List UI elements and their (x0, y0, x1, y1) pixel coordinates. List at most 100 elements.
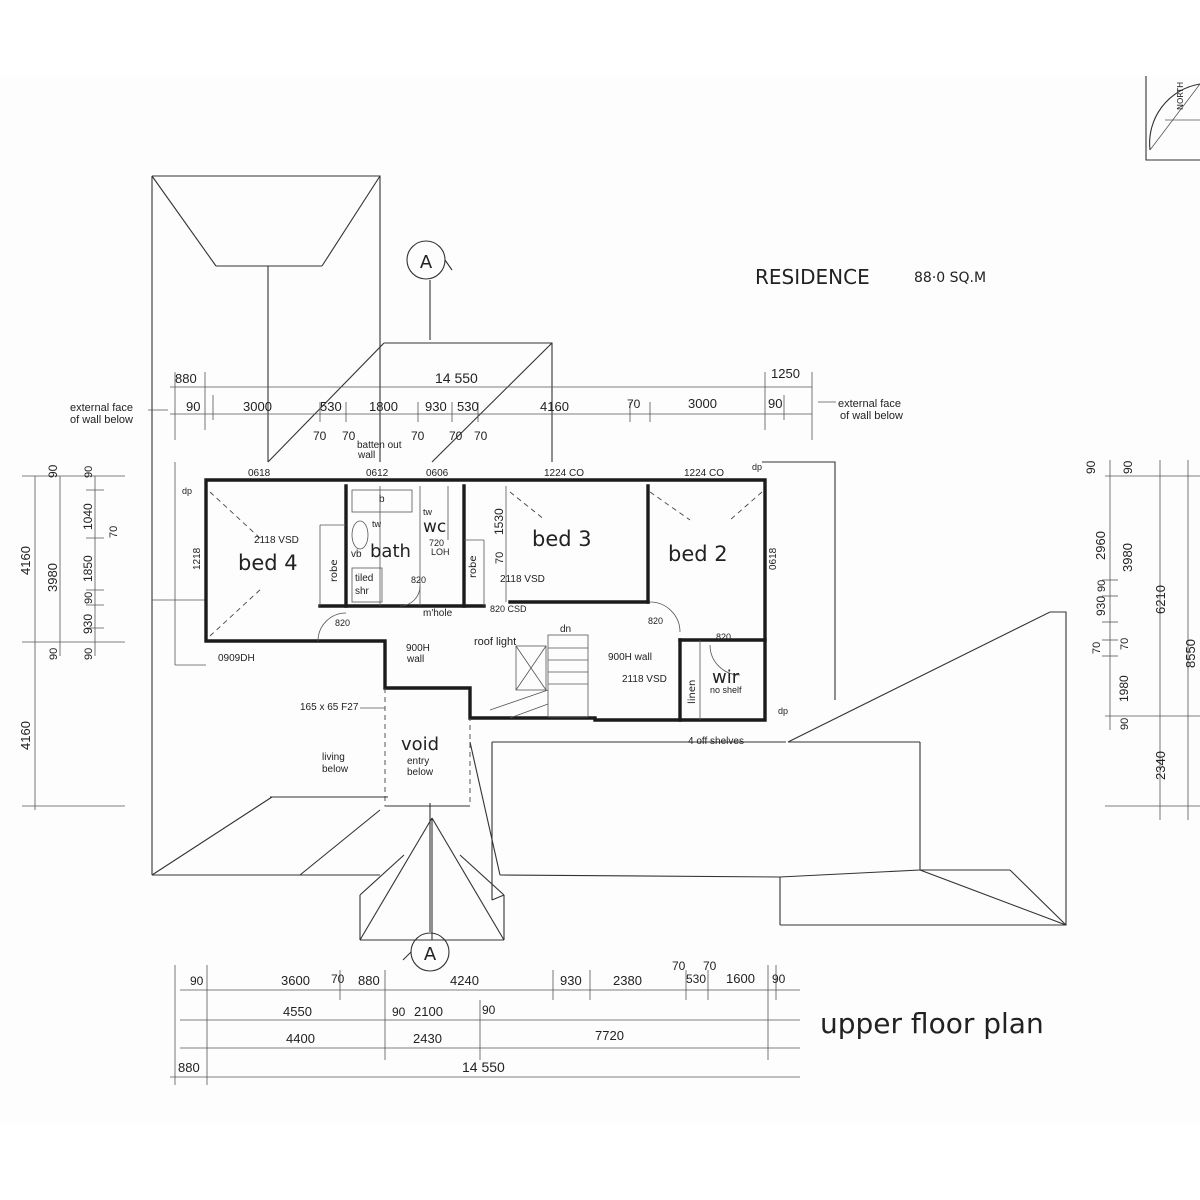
svg-text:70: 70 (703, 959, 717, 973)
svg-text:880: 880 (178, 1060, 200, 1075)
svg-text:4 off shelves: 4 off shelves (688, 736, 744, 747)
svg-text:70: 70 (1091, 642, 1103, 654)
svg-text:90: 90 (83, 466, 95, 478)
roof-outline (151, 175, 1067, 941)
svg-text:A: A (424, 944, 437, 965)
svg-text:70: 70 (494, 552, 506, 564)
svg-text:820: 820 (411, 575, 426, 585)
svg-text:820: 820 (335, 618, 350, 628)
svg-text:vb: vb (351, 549, 362, 560)
svg-text:530: 530 (686, 972, 706, 986)
svg-text:530: 530 (457, 399, 479, 414)
svg-text:70: 70 (627, 397, 641, 411)
svg-text:m'hole: m'hole (423, 608, 453, 619)
svg-text:165 x 65 F27: 165 x 65 F27 (300, 702, 359, 713)
svg-text:1800: 1800 (369, 399, 398, 414)
svg-text:2340: 2340 (1153, 751, 1168, 780)
svg-text:1218: 1218 (192, 547, 203, 570)
svg-text:dp: dp (182, 486, 192, 496)
svg-text:dp: dp (778, 706, 788, 716)
svg-text:90: 90 (772, 972, 786, 986)
svg-text:wall: wall (357, 450, 375, 461)
room-robe-1: robe (329, 559, 340, 582)
svg-text:4160: 4160 (540, 399, 569, 414)
svg-text:820 CSD: 820 CSD (490, 604, 527, 614)
svg-text:90: 90 (1121, 460, 1135, 474)
section-marker-top: A (406, 240, 453, 340)
svg-text:roof light: roof light (474, 636, 516, 648)
svg-text:0618: 0618 (248, 468, 271, 479)
svg-text:external face: external face (838, 398, 901, 410)
plan-notes: batten out wall 2118 VSD 2118 VSD 2118 V… (182, 440, 788, 778)
svg-text:90: 90 (768, 396, 782, 411)
svg-text:1040: 1040 (81, 503, 95, 530)
svg-text:0606: 0606 (426, 468, 449, 479)
svg-text:90: 90 (482, 1003, 496, 1017)
right-dimensions: 8550 6210 2340 3980 90 2960 90 90 930 70… (1084, 460, 1200, 820)
svg-text:6210: 6210 (1153, 585, 1168, 614)
svg-text:70: 70 (342, 429, 356, 443)
residence-area: 88·0 SQ.M (914, 270, 986, 286)
svg-text:of wall below: of wall below (840, 410, 903, 422)
svg-text:2118 VSD: 2118 VSD (254, 535, 299, 546)
room-wir: wir (712, 667, 740, 688)
bottom-dimensions: 90 3600 70 880 4240 930 2380 70 530 70 1… (170, 959, 800, 1085)
svg-text:930: 930 (560, 973, 582, 988)
room-linen: linen (687, 680, 698, 704)
svg-text:930: 930 (81, 614, 95, 634)
svg-text:70: 70 (449, 429, 463, 443)
svg-text:LOH: LOH (431, 547, 450, 557)
svg-text:external face: external face (70, 402, 133, 414)
svg-text:1250: 1250 (771, 366, 800, 381)
svg-text:3600: 3600 (281, 973, 310, 988)
svg-text:900H: 900H (406, 643, 430, 654)
svg-text:2100: 2100 (414, 1004, 443, 1019)
svg-text:8550: 8550 (1183, 639, 1198, 668)
svg-text:shr: shr (355, 586, 370, 597)
svg-text:1600: 1600 (726, 971, 755, 986)
svg-text:2380: 2380 (613, 973, 642, 988)
svg-text:of wall below: of wall below (70, 414, 133, 426)
svg-text:7720: 7720 (595, 1028, 624, 1043)
svg-text:4400: 4400 (286, 1031, 315, 1046)
svg-text:1850: 1850 (81, 555, 95, 582)
svg-text:2430: 2430 (413, 1031, 442, 1046)
svg-text:880: 880 (358, 973, 380, 988)
svg-text:70: 70 (313, 429, 327, 443)
svg-text:dn: dn (560, 624, 571, 635)
north-arrow-icon: NORTH (1145, 76, 1200, 161)
svg-text:0909DH: 0909DH (218, 653, 255, 664)
svg-text:tw: tw (423, 507, 433, 517)
room-void: void (401, 734, 439, 755)
room-bed2: bed 2 (668, 542, 728, 566)
svg-text:4240: 4240 (450, 973, 479, 988)
svg-text:90: 90 (1084, 460, 1098, 474)
room-robe-2: robe (468, 555, 479, 578)
svg-text:batten out: batten out (357, 440, 402, 451)
svg-text:90: 90 (392, 1005, 406, 1019)
svg-text:2118 VSD: 2118 VSD (500, 574, 545, 585)
svg-text:70: 70 (672, 959, 686, 973)
svg-text:70: 70 (331, 972, 345, 986)
svg-text:living: living (322, 752, 345, 763)
svg-text:4550: 4550 (283, 1004, 312, 1019)
svg-text:0612: 0612 (366, 468, 389, 479)
svg-text:entry: entry (407, 756, 429, 767)
svg-text:3000: 3000 (688, 396, 717, 411)
svg-text:0618: 0618 (768, 547, 779, 570)
svg-text:1530: 1530 (492, 508, 506, 535)
svg-text:A: A (420, 252, 433, 273)
svg-text:3980: 3980 (45, 563, 60, 592)
svg-text:820: 820 (716, 632, 731, 642)
svg-text:90: 90 (83, 648, 95, 660)
svg-text:900H wall: 900H wall (608, 652, 652, 663)
room-bed4: bed 4 (238, 551, 298, 575)
svg-text:4160: 4160 (18, 546, 33, 575)
svg-text:90: 90 (46, 464, 60, 478)
svg-text:70: 70 (108, 526, 120, 538)
svg-text:530: 530 (320, 399, 342, 414)
svg-text:dp: dp (752, 462, 762, 472)
svg-text:70: 70 (411, 429, 425, 443)
svg-text:90: 90 (190, 974, 204, 988)
